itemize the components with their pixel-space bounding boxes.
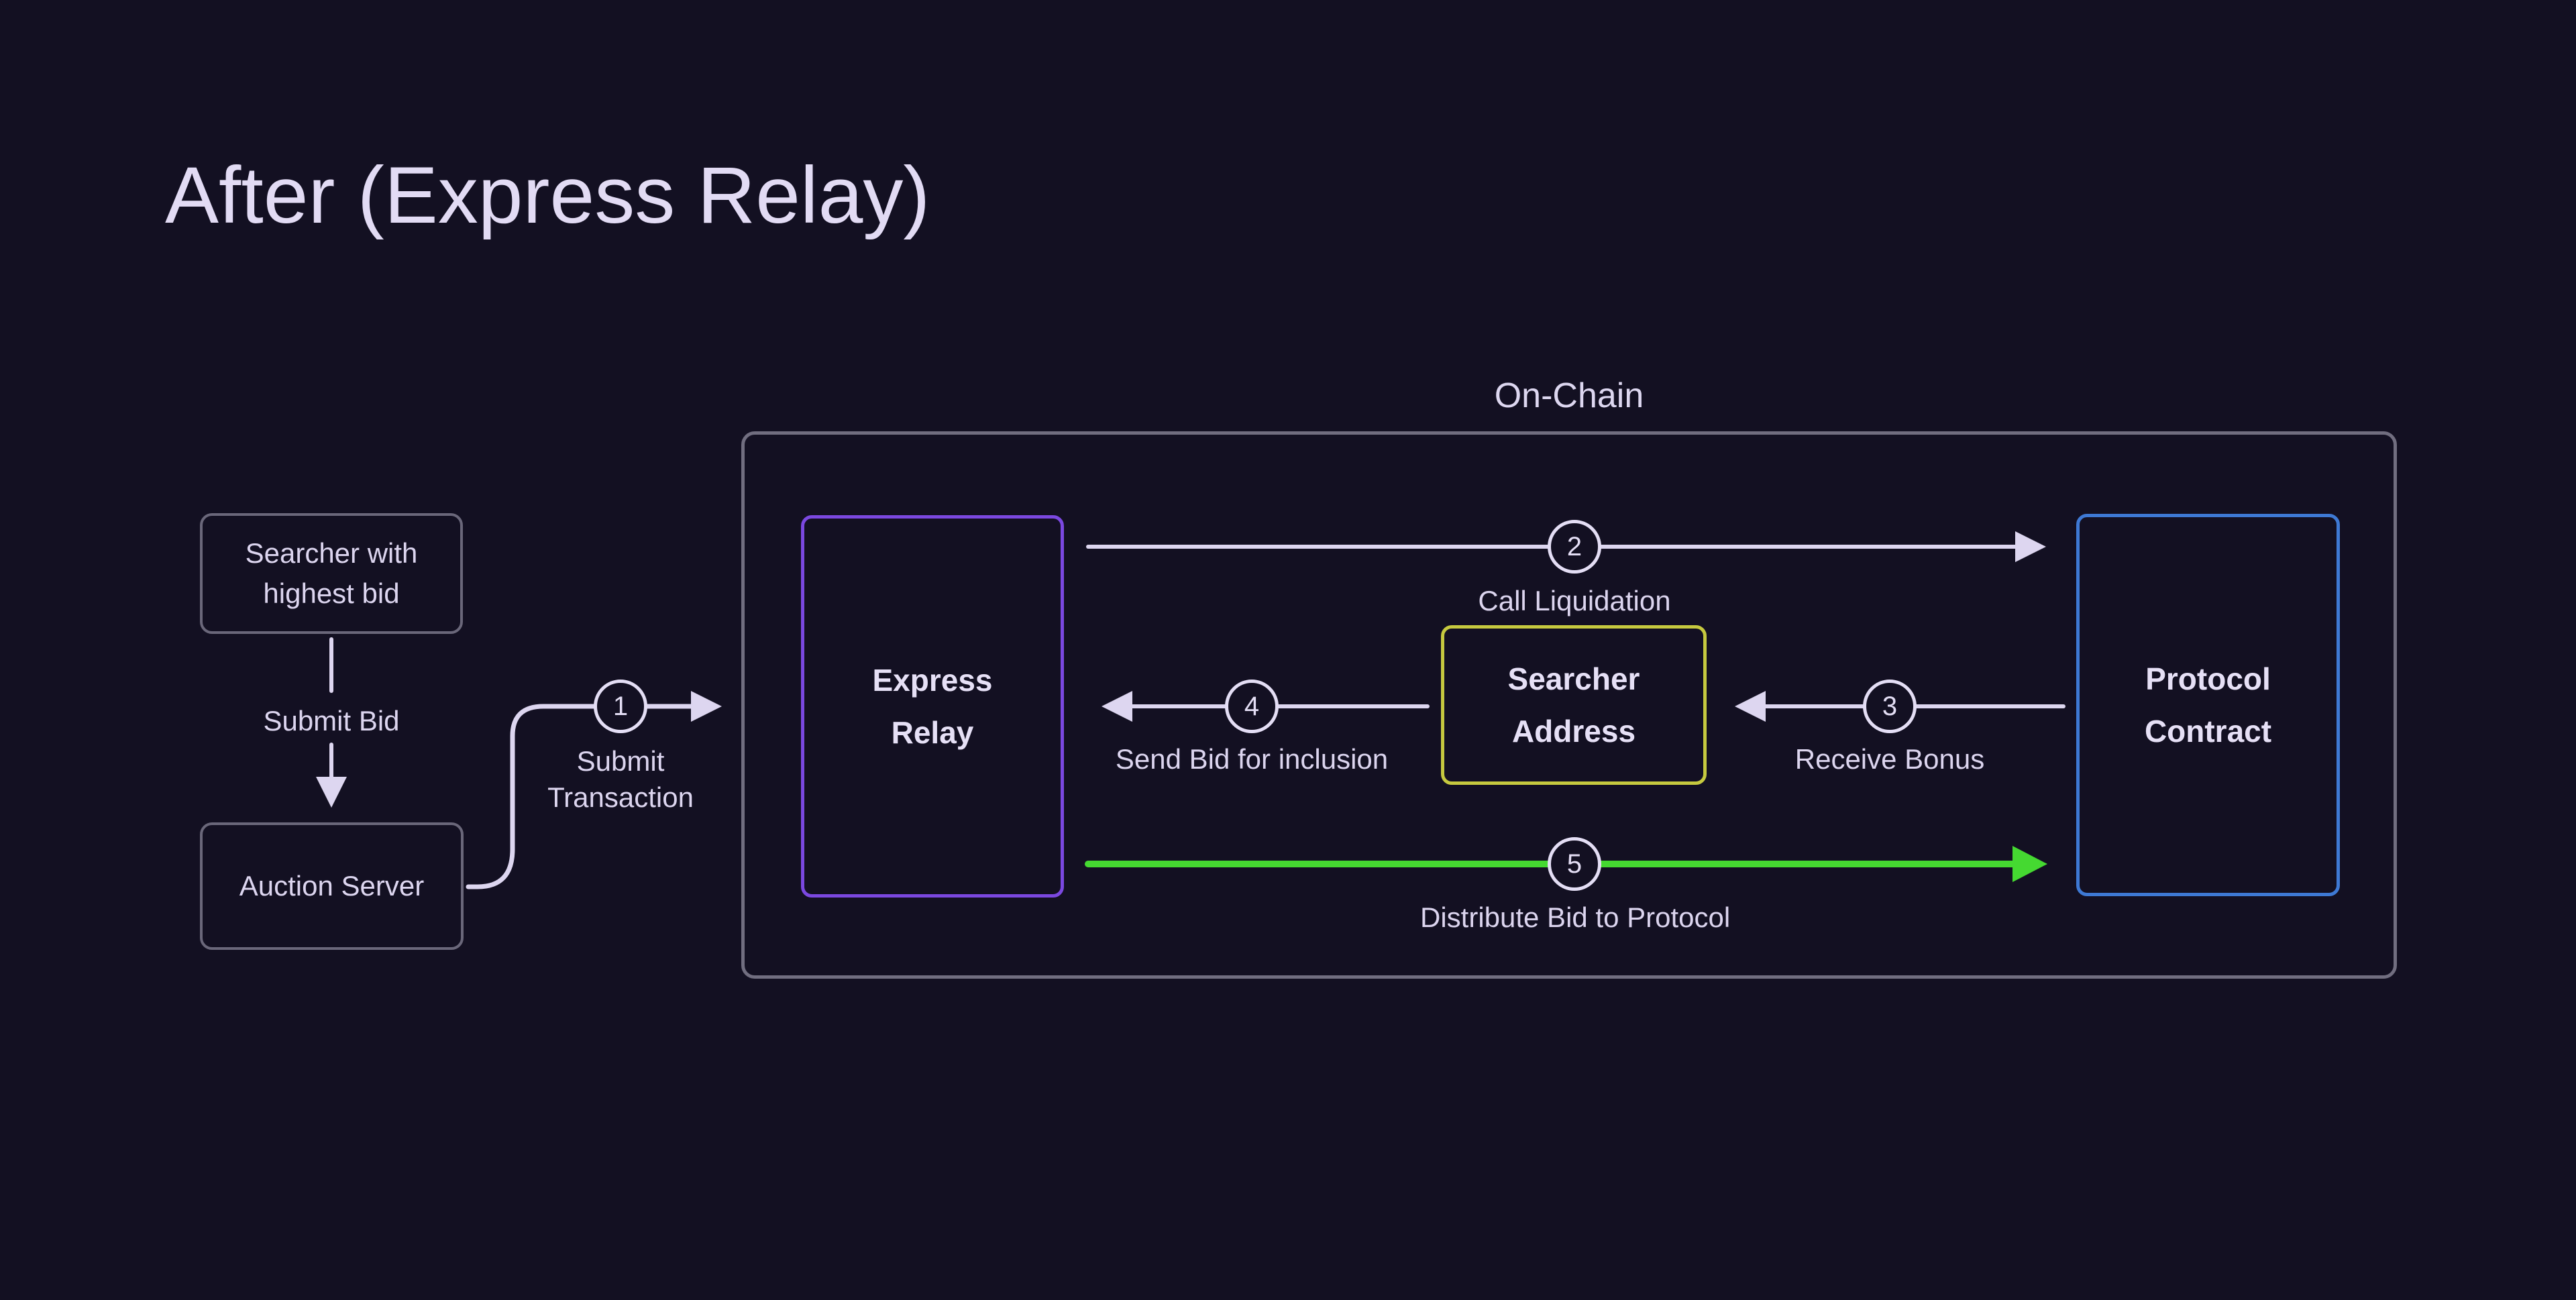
edge-label-step4: Send Bid for inclusion (1115, 743, 1389, 775)
node-searcher-with-highest-bid-line1: Searcher with (245, 537, 418, 569)
edge-step1-elbow (466, 704, 596, 889)
arrowhead-right-step2 (2015, 531, 2046, 562)
page-title: After (Express Relay) (165, 150, 930, 240)
step-circle-4-number: 4 (1244, 691, 1260, 721)
node-searcher-address-line1: Searcher (1507, 661, 1640, 696)
onchain-label: On-Chain (1494, 376, 1644, 415)
node-searcher-with-highest-bid-line2: highest bid (263, 578, 400, 609)
node-express-relay-line1: Express (872, 663, 993, 698)
step-circle-5-number: 5 (1566, 849, 1582, 879)
arrowhead-right-step5 (2012, 846, 2047, 882)
node-searcher-address-line2: Address (1511, 714, 1636, 749)
onchain-container-box (741, 431, 2397, 979)
step-circle-2-number: 2 (1566, 531, 1582, 561)
node-protocol-contract-line1: Protocol (2145, 661, 2271, 696)
edge-label-step3: Receive Bonus (1794, 743, 1985, 775)
edge-label-step2: Call Liquidation (1478, 585, 1671, 616)
edge-label-step1-line1: Submit (576, 745, 665, 777)
step-circle-3-number: 3 (1882, 691, 1898, 721)
node-express-relay: Express Relay (801, 515, 1064, 898)
edge-label-step1: Submit Transaction (466, 743, 775, 816)
node-auction-server-label: Auction Server (239, 870, 425, 902)
edge-label-submit-bid: Submit Bid (263, 705, 400, 737)
edge-label-step1-line2: Transaction (547, 781, 694, 813)
step-circle-5: 5 (1548, 837, 1601, 891)
node-express-relay-line2: Relay (891, 715, 974, 750)
node-searcher-address: Searcher Address (1441, 625, 1707, 785)
edge-label-step5: Distribute Bid to Protocol (1420, 902, 1731, 933)
step-circle-1: 1 (594, 680, 647, 733)
arrowhead-left-step4 (1102, 691, 1132, 722)
arrowhead-down-submit-bid (316, 777, 347, 808)
step-circle-2: 2 (1548, 520, 1601, 574)
step-circle-3: 3 (1863, 680, 1917, 733)
node-auction-server: Auction Server (200, 822, 464, 950)
node-protocol-contract-line2: Contract (2144, 714, 2272, 749)
arrowhead-left-step3 (1735, 691, 1766, 722)
step-circle-4: 4 (1225, 680, 1279, 733)
node-searcher-with-highest-bid: Searcher with highest bid (200, 513, 463, 634)
arrowhead-right-step1 (691, 691, 722, 722)
step-circle-1-number: 1 (612, 691, 629, 721)
node-protocol-contract: Protocol Contract (2076, 514, 2340, 896)
